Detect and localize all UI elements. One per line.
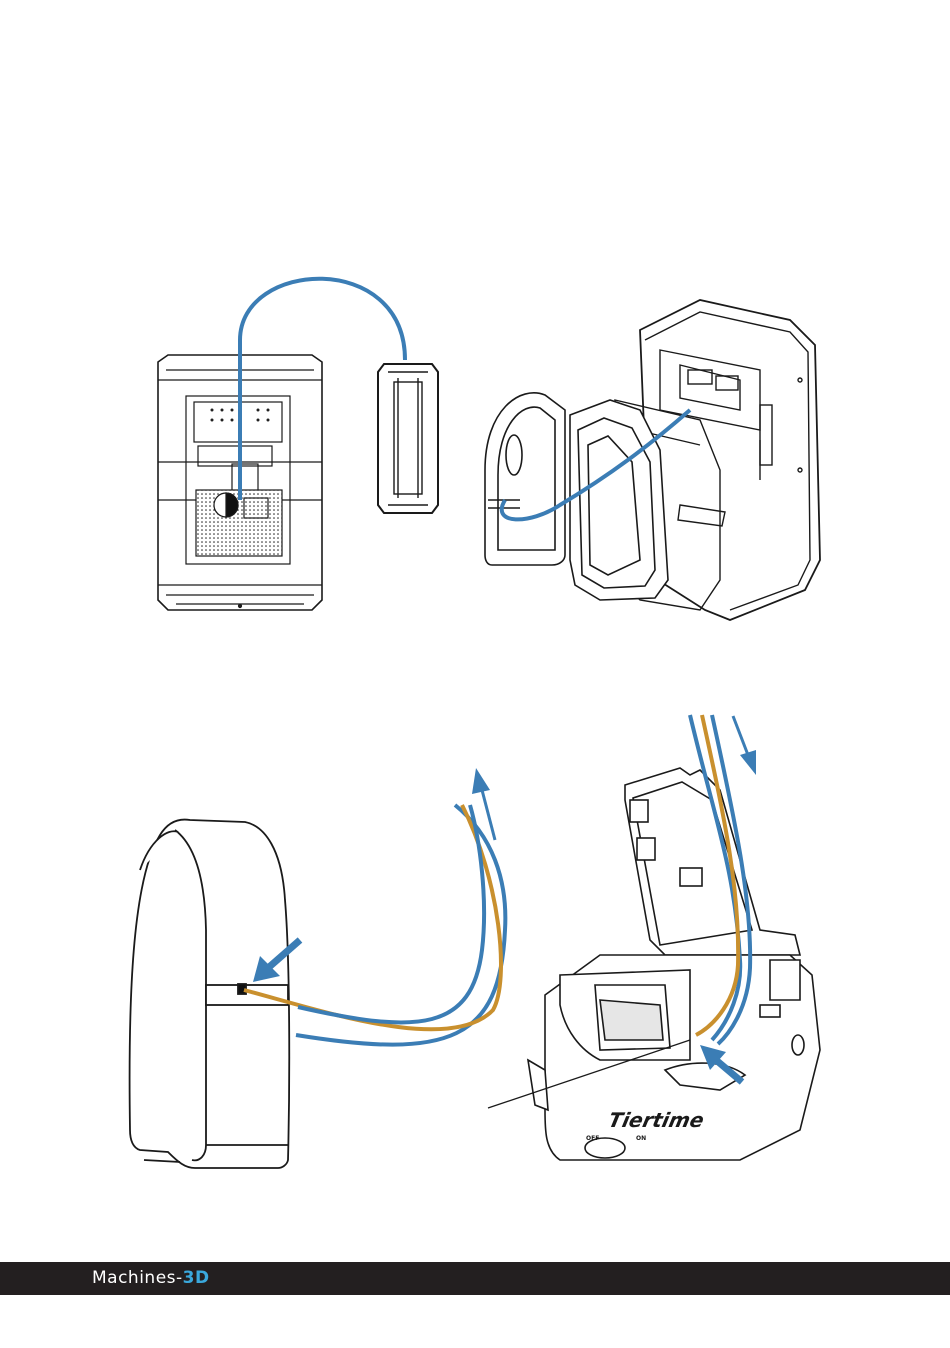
printer-open-door — [570, 400, 668, 600]
brand-logo-text: Machines- — [92, 1268, 183, 1288]
filament-spool-side-view — [378, 364, 438, 513]
arrow-filament-down — [733, 716, 756, 775]
print-head-open-cover — [528, 768, 820, 1160]
spool-holder-open — [485, 393, 565, 565]
footer-bar: Machines-3D — [0, 1262, 950, 1295]
brand-logo-accent: 3D — [183, 1268, 210, 1288]
brand-label: Tiertime — [606, 1108, 706, 1132]
switch-on-label: ON — [636, 1135, 646, 1142]
switch-off-label: OFF — [586, 1135, 599, 1142]
brand-logo: Machines-3D — [92, 1267, 210, 1289]
